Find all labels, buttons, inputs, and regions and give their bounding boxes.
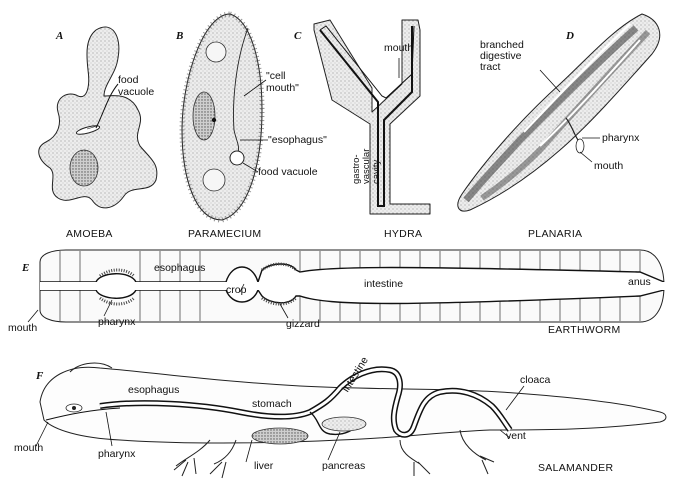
panel-letter-f: F <box>36 370 44 382</box>
salamander-pancreas-label: pancreas <box>322 460 366 472</box>
earthworm-caption: EARTHWORM <box>548 324 621 336</box>
planaria-caption: PLANARIA <box>528 228 583 240</box>
hydra-caption: HYDRA <box>384 228 423 240</box>
hydra-drawing <box>313 19 431 215</box>
panel-letter-e: E <box>22 262 30 274</box>
paramecium-drawing <box>179 11 268 223</box>
panel-letter-b: B <box>176 30 184 42</box>
salamander-drawing <box>35 362 667 479</box>
earthworm-intestine-label: intestine <box>364 278 404 290</box>
salamander-mouth-label: mouth <box>14 442 44 454</box>
salamander-caption: SALAMANDER <box>538 462 614 474</box>
salamander-vent-label: vent <box>506 430 526 442</box>
planaria-digestive-tract-label: branched digestive tract <box>480 39 524 73</box>
earthworm-pharynx-label: pharynx <box>98 316 136 328</box>
earthworm-mouth-label: mouth <box>8 322 38 334</box>
salamander-pharynx-label: pharynx <box>98 448 136 460</box>
planaria-pharynx-label: pharynx <box>602 132 640 144</box>
hydra-mouth-label: mouth <box>384 42 414 54</box>
amoeba-drawing <box>38 26 158 209</box>
amoeba-caption: AMOEBA <box>66 228 113 240</box>
earthworm-drawing <box>27 249 665 323</box>
planaria-mouth-label: mouth <box>594 160 624 172</box>
panel-letter-a: A <box>56 30 64 42</box>
earthworm-crop-label: crop <box>226 284 247 296</box>
amoeba-food-vacuole-label: food vacuole <box>118 74 155 98</box>
earthworm-esophagus-label: esophagus <box>154 262 206 274</box>
paramecium-food-vacuole-label: food vacuole <box>258 166 318 178</box>
panel-letter-d: D <box>566 30 574 42</box>
paramecium-caption: PARAMECIUM <box>188 228 262 240</box>
hydra-cavity-label: gastro- vascular cavity <box>351 148 382 184</box>
planaria-drawing <box>457 13 661 212</box>
panel-letter-c: C <box>294 30 302 42</box>
paramecium-esophagus-label: "esophagus" <box>268 134 327 146</box>
paramecium-cell-mouth-label: "cell mouth" <box>266 70 299 94</box>
salamander-liver-label: liver <box>254 460 274 472</box>
earthworm-anus-label: anus <box>628 276 651 288</box>
salamander-esophagus-label: esophagus <box>128 384 180 396</box>
salamander-stomach-label: stomach <box>252 398 292 410</box>
salamander-cloaca-label: cloaca <box>520 374 551 386</box>
earthworm-gizzard-label: gizzard <box>286 318 320 330</box>
